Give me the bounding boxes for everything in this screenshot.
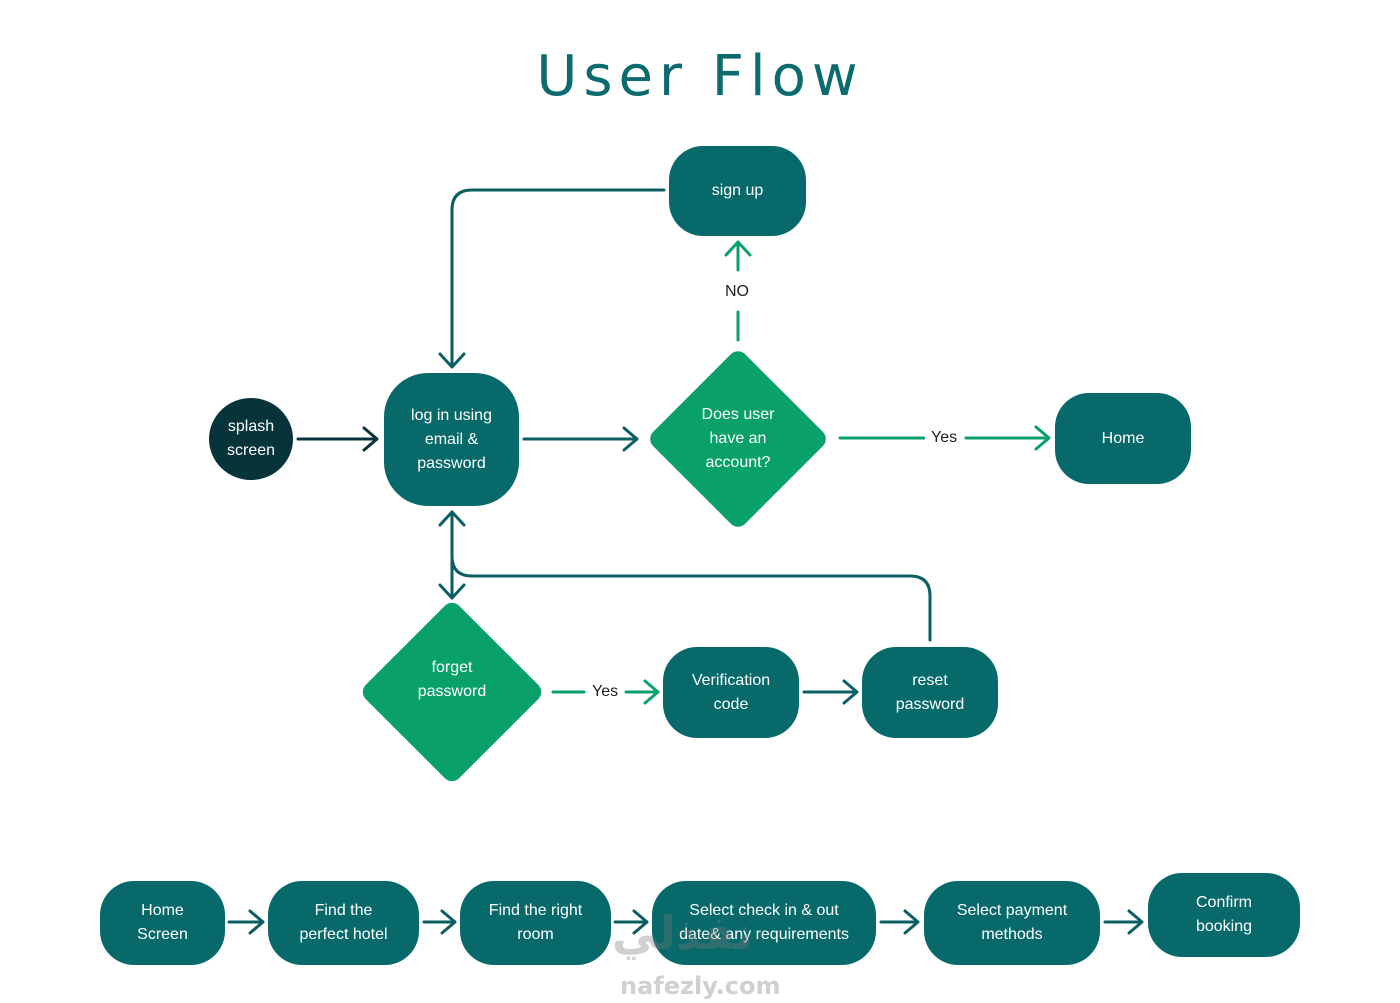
arrow-booking-4 — [879, 909, 920, 935]
booking-step-label: Find the right room — [488, 902, 583, 943]
booking-step-label: Home Screen — [137, 902, 188, 943]
booking-step-label: Find the perfect hotel — [299, 902, 388, 943]
yes-home-edge-label: Yes — [925, 428, 964, 448]
arrow-booking-1 — [227, 909, 265, 935]
arrow-decision-to-home — [838, 425, 1051, 451]
signup-node: sign up — [669, 146, 806, 236]
reset-password-node: reset password — [862, 647, 998, 738]
account-decision-node: Does user have an account? — [643, 344, 833, 534]
arrow-decision-to-signup — [724, 240, 752, 342]
arrow-splash-to-login — [296, 426, 379, 452]
reset-password-label: reset password — [895, 671, 965, 713]
arrow-booking-3 — [613, 909, 649, 935]
arrow-verification-to-reset — [802, 679, 859, 705]
booking-step-select-dates: Select check in & out date& any requirem… — [652, 881, 876, 965]
booking-step-find-hotel: Find the perfect hotel — [268, 881, 419, 965]
booking-step-find-room: Find the right room — [460, 881, 611, 965]
verification-code-label: Verification code — [691, 671, 771, 713]
booking-step-label: Confirm booking — [1195, 894, 1253, 935]
arrow-signup-to-login — [438, 188, 666, 369]
arrow-booking-2 — [422, 909, 457, 935]
page-title: User Flow — [536, 44, 864, 109]
booking-step-label: Select check in & out date& any requirem… — [679, 902, 849, 943]
booking-step-confirm-booking: Confirm booking — [1148, 873, 1300, 957]
home-label: Home — [1101, 429, 1145, 447]
signup-label: sign up — [711, 182, 764, 199]
booking-step-home-screen: Home Screen — [100, 881, 225, 965]
splash-screen-node: splash screen — [209, 398, 293, 480]
account-decision-label: Does user have an account? — [701, 406, 775, 471]
booking-step-label: Select payment methods — [956, 902, 1068, 943]
home-node: Home — [1055, 393, 1191, 484]
yes-verification-edge-label: Yes — [586, 682, 625, 702]
login-label: log in using email & password — [411, 406, 492, 472]
arrow-booking-5 — [1103, 909, 1144, 935]
watermark-logo-arabic: نفذلي — [612, 906, 753, 960]
arrow-reset-to-login — [450, 554, 932, 642]
arrow-login-to-decision — [522, 426, 639, 452]
arrow-forget-to-verification — [551, 679, 660, 705]
forget-password-label: forget password — [417, 659, 487, 700]
no-edge-label: NO — [719, 282, 755, 302]
forget-password-decision-node: forget password — [356, 596, 548, 788]
verification-code-node: Verification code — [663, 647, 799, 738]
login-node: log in using email & password — [384, 373, 519, 506]
booking-step-payment-methods: Select payment methods — [924, 881, 1100, 965]
splash-screen-label: splash screen — [226, 418, 276, 459]
watermark-logo-latin: nafezly.com — [620, 972, 781, 1000]
